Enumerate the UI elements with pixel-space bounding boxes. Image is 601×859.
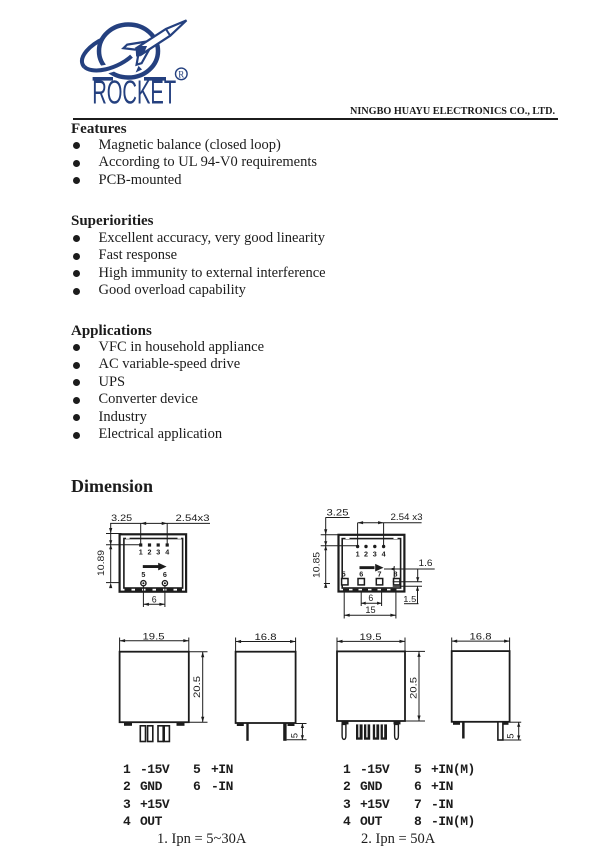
svg-text:19.5: 19.5 [360,632,382,642]
svg-text:2: 2 [364,550,368,559]
svg-text:2.54x3: 2.54x3 [176,513,210,523]
svg-text:5: 5 [342,570,346,579]
svg-text:3.25: 3.25 [111,513,132,523]
svg-text:2.54 x3: 2.54 x3 [391,512,423,522]
svg-text:6: 6 [359,570,363,579]
svg-text:7: 7 [378,570,382,579]
svg-text:1: 1 [356,550,360,559]
svg-text:3: 3 [373,550,377,559]
svg-text:5: 5 [290,733,300,738]
svg-text:6: 6 [152,595,157,605]
svg-text:4: 4 [165,548,169,557]
svg-text:3: 3 [156,548,160,557]
svg-text:2: 2 [148,548,152,557]
svg-text:16.8: 16.8 [255,632,277,642]
svg-text:1.5: 1.5 [403,594,416,604]
svg-text:20.5: 20.5 [192,676,202,698]
svg-text:8: 8 [394,570,398,579]
svg-text:4: 4 [382,550,386,559]
svg-text:10.85: 10.85 [312,552,322,578]
svg-text:1: 1 [139,548,143,557]
svg-text:16.8: 16.8 [470,632,492,642]
svg-text:10.89: 10.89 [96,550,106,576]
svg-text:6: 6 [163,570,167,579]
svg-text:19.5: 19.5 [143,632,165,642]
svg-text:15: 15 [365,605,375,615]
svg-text:ROCKET: ROCKET [92,74,176,111]
svg-text:5: 5 [506,733,516,738]
svg-text:R: R [178,70,184,80]
svg-text:5: 5 [141,570,145,579]
svg-text:3.25: 3.25 [327,508,349,518]
svg-text:1.6: 1.6 [419,558,433,568]
svg-text:20.5: 20.5 [408,677,418,699]
svg-text:6: 6 [368,593,373,603]
